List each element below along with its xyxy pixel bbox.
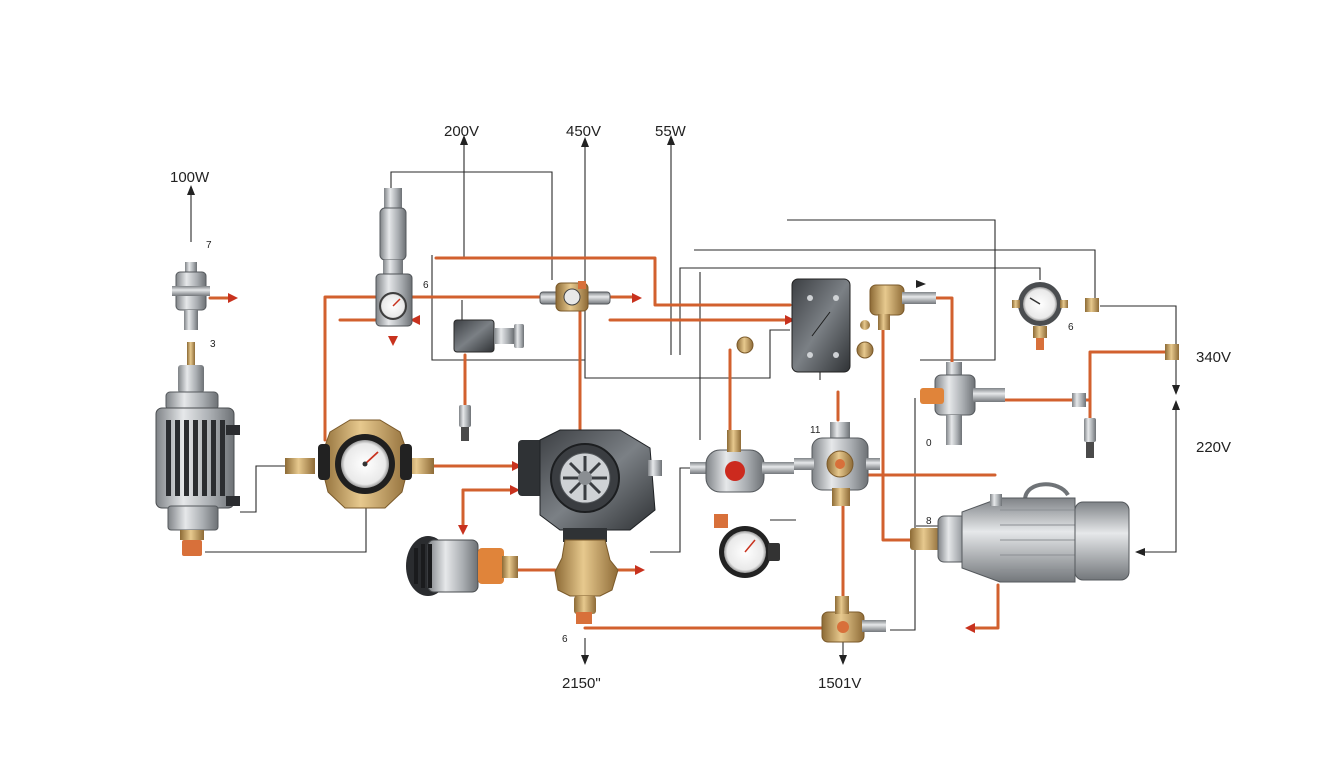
electric-motor-icon xyxy=(910,482,1130,583)
arrow-head xyxy=(228,293,238,303)
arrow-head xyxy=(785,315,795,325)
arrow-head xyxy=(916,280,926,288)
label-right-a: 340V xyxy=(1196,349,1231,366)
pressure-gauge-icon xyxy=(379,292,407,320)
label-top-b: 450V xyxy=(566,123,601,140)
valve-icon xyxy=(821,596,886,643)
label-right-b: 220V xyxy=(1196,439,1231,456)
arrow-head xyxy=(635,565,645,575)
arrow-head xyxy=(632,293,642,303)
pressure-gauge-icon xyxy=(1012,282,1099,350)
filter-canister-icon xyxy=(406,536,518,596)
label-n7: 7 xyxy=(206,240,212,251)
arrow-head xyxy=(187,185,195,195)
pressure-regulator-icon xyxy=(172,262,210,366)
pressure-gauge-icon xyxy=(285,419,434,509)
valve-icon xyxy=(794,422,880,506)
control-box-icon xyxy=(736,278,874,373)
copper-pipes xyxy=(208,256,1172,630)
arrow-head xyxy=(965,623,975,633)
label-n6-bottom: 6 xyxy=(562,634,568,645)
label-n6-gauge: 6 xyxy=(423,280,429,291)
pressure-gauge-icon xyxy=(714,514,780,578)
arrow-head xyxy=(1172,400,1180,410)
arrow-head xyxy=(460,135,468,145)
label-n0: 0 xyxy=(926,438,932,449)
label-top-left: 100W xyxy=(170,169,210,186)
label-top-c: 55W xyxy=(655,123,687,140)
valve-icon xyxy=(869,284,936,330)
arrow-head xyxy=(1172,385,1180,395)
arrow-head xyxy=(581,137,589,147)
label-n6-right: 6 xyxy=(1068,322,1074,333)
arrow-head xyxy=(410,315,420,325)
arrow-head xyxy=(388,336,398,346)
label-n8: 8 xyxy=(926,516,932,527)
arrow-head xyxy=(510,485,520,495)
arrow-head xyxy=(512,461,522,471)
label-top-a: 200V xyxy=(444,123,479,140)
label-n11: 11 xyxy=(810,425,821,436)
label-n3: 3 xyxy=(210,339,216,350)
filter-canister-icon xyxy=(155,365,240,556)
valve-icon xyxy=(690,430,794,493)
arrow-head xyxy=(1135,548,1145,556)
pump-housing-icon xyxy=(518,429,662,624)
signal-wires xyxy=(190,140,1177,660)
label-bottom-a: 2150" xyxy=(562,675,601,692)
valve-icon xyxy=(539,281,611,312)
arrow-head xyxy=(667,135,675,145)
label-bottom-b: 1501V xyxy=(818,675,861,692)
valve-icon xyxy=(920,344,1179,458)
valve-icon xyxy=(453,319,524,441)
arrow-head xyxy=(458,525,468,535)
arrow-head xyxy=(839,655,847,665)
arrow-head xyxy=(581,655,589,665)
value-labels: 100W 200V 450V 55W 340V 220V 2150" 1501V… xyxy=(170,123,1231,692)
